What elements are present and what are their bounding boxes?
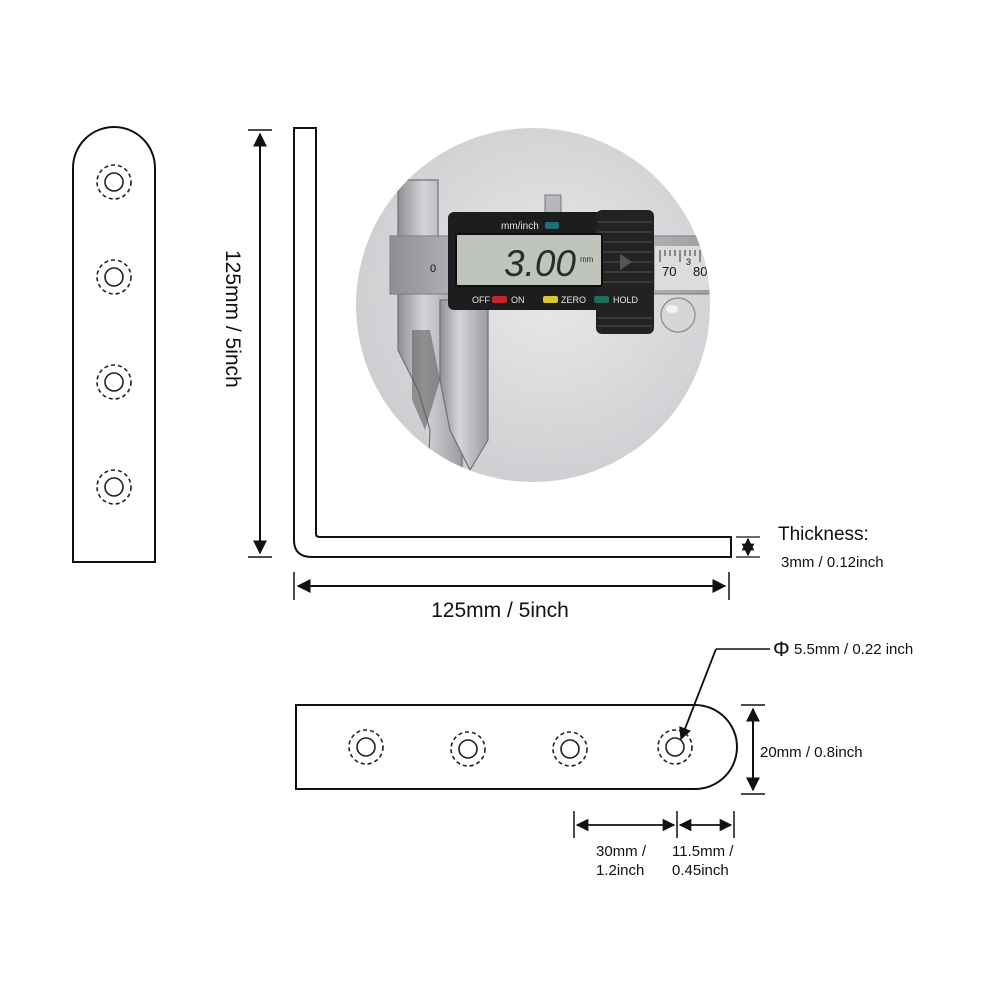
hole-icon xyxy=(552,731,588,767)
edge-offset-line2: 0.45inch xyxy=(672,862,729,879)
hole-diameter-label: 5.5mm / 0.22 inch xyxy=(794,641,913,658)
hole-icon xyxy=(96,164,132,200)
height-label: 125mm / 5inch xyxy=(221,250,244,388)
lcd-reading: 3.00 xyxy=(504,243,576,284)
mm-inch-button xyxy=(545,222,559,229)
thickness-dimension: Thickness: 3mm / 0.12inch xyxy=(736,524,884,571)
hole-icon xyxy=(657,729,693,765)
scale-label-80: 80 xyxy=(693,264,707,279)
thickness-value: 3mm / 0.12inch xyxy=(781,554,884,571)
height-dimension: 125mm / 5inch xyxy=(221,129,272,558)
edge-offset-line1: 11.5mm / xyxy=(672,843,734,860)
zero-label: ZERO xyxy=(561,295,586,305)
edge-offset-dimension: 11.5mm / 0.45inch xyxy=(672,811,735,879)
mm-inch-label: mm/inch xyxy=(501,221,539,232)
hole-icon xyxy=(348,729,384,765)
hole-icon xyxy=(96,259,132,295)
hold-label: HOLD xyxy=(613,295,639,305)
vertical-strip-outline xyxy=(72,126,156,563)
hole-spacing-line1: 30mm / xyxy=(596,843,647,860)
scale-label-3: 3 xyxy=(686,257,691,267)
hold-button xyxy=(594,296,609,303)
width-dimension: 125mm / 5inch xyxy=(293,572,730,622)
horizontal-strip-outline xyxy=(295,704,738,790)
hole-spacing-line2: 1.2inch xyxy=(596,862,644,879)
lcd-unit: mm xyxy=(580,255,594,264)
l-bracket-profile xyxy=(293,127,732,558)
hole-icon xyxy=(96,469,132,505)
hole-icon xyxy=(96,364,132,400)
thickness-title: Thickness: xyxy=(778,524,869,545)
zero-button xyxy=(543,296,558,303)
caliper-scale xyxy=(655,246,710,290)
scale-label-70: 70 xyxy=(662,264,676,279)
diameter-symbol: Φ xyxy=(773,638,790,661)
scale-label-0: 0 xyxy=(430,263,436,275)
thumb-wheel xyxy=(660,297,696,333)
lcd-screen xyxy=(455,233,603,287)
strip-width-label: 20mm / 0.8inch xyxy=(760,744,863,761)
off-on-button xyxy=(492,296,507,303)
vertical-strip-view xyxy=(72,126,156,563)
strip-width-dimension: 20mm / 0.8inch xyxy=(741,704,863,795)
hole-icon xyxy=(450,731,486,767)
horizontal-strip-view xyxy=(295,704,738,790)
on-label: ON xyxy=(511,295,525,305)
hole-spacing-dimension: 30mm / 1.2inch xyxy=(573,811,678,879)
caliper-photo: 70 3 80 0 mm/inch 3. xyxy=(356,128,710,482)
width-label: 125mm / 5inch xyxy=(431,599,569,622)
hole-diameter-callout: Φ 5.5mm / 0.22 inch xyxy=(679,638,913,741)
off-label: OFF xyxy=(472,295,490,305)
